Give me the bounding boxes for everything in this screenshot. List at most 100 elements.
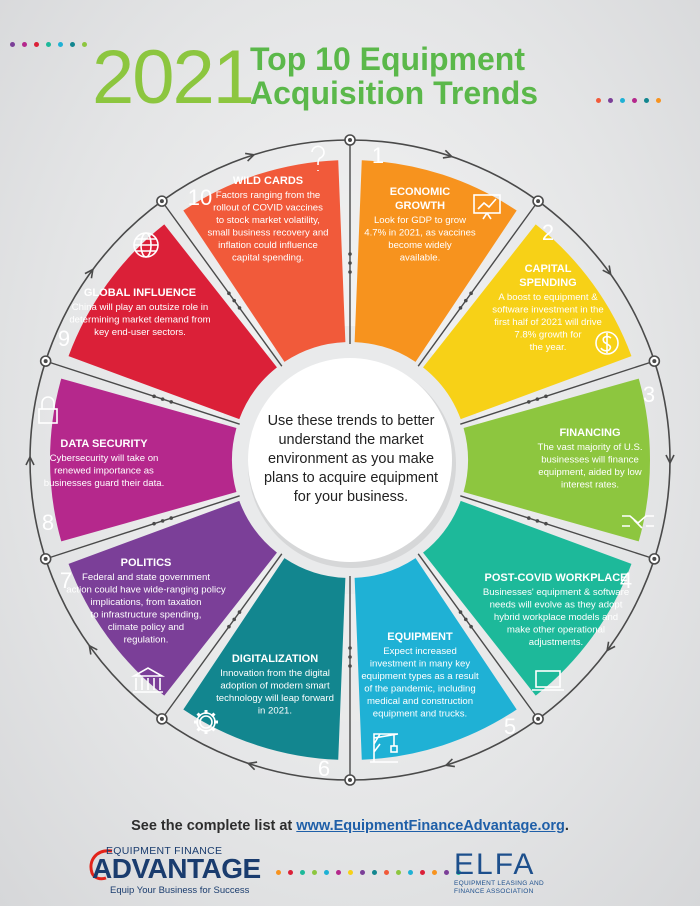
trend-title: GROWTH — [395, 200, 445, 212]
divider-dot — [535, 397, 540, 401]
trend-body-line: implications, from taxation — [91, 597, 202, 608]
decorative-dots-footer — [276, 870, 461, 875]
elfa-logo-sub-1: EQUIPMENT LEASING AND — [454, 880, 544, 887]
trend-number: 1 — [372, 143, 384, 168]
efa-swoosh-icon — [89, 849, 113, 881]
trend-body-line: China will play an outsize role in — [72, 302, 209, 313]
divider-dot — [169, 516, 174, 520]
divider-dot — [348, 270, 352, 274]
trend-number: 10 — [188, 185, 212, 210]
trend-body-line: adjustments. — [529, 637, 583, 648]
trend-body-line: medical and construction — [367, 696, 473, 707]
trend-body-line: to stock market volatility, — [216, 215, 320, 226]
ring-arrow-icon — [444, 758, 455, 768]
title-line-1: Top 10 Equipment — [250, 41, 525, 77]
laptop-icon — [532, 670, 564, 691]
trend-body-line: businesses will finance — [541, 455, 639, 466]
divider-dot — [152, 521, 156, 526]
trend-body-line: Businesses' equipment & software — [483, 587, 629, 598]
divider-dot — [458, 610, 463, 614]
trend-body-line: 7.8% growth for — [514, 330, 582, 341]
trend-body-line: regulation. — [124, 635, 169, 646]
trend-title: DATA SECURITY — [60, 438, 148, 450]
trend-body-line: software investment in the — [492, 305, 603, 316]
footer-cta: See the complete list at www.EquipmentFi… — [0, 818, 700, 834]
ring-node-dot — [536, 199, 541, 204]
trend-number: 3 — [643, 382, 655, 407]
question-icon — [311, 145, 325, 171]
chart-icon — [473, 194, 501, 220]
elfa-logo-big: ELFA — [454, 848, 536, 881]
trend-body-line: determining market demand from — [69, 315, 210, 326]
year: 2021 — [92, 35, 255, 120]
trend-body-line: Look for GDP to grow — [374, 215, 466, 226]
divider-dot — [544, 521, 548, 526]
divider-dot — [227, 291, 231, 296]
trend-body-line: inflation could influence — [218, 240, 318, 251]
header: 2021 Top 10 Equipment Acquisition Trends — [0, 0, 700, 120]
footer-link[interactable]: www.EquipmentFinanceAdvantage.org — [296, 818, 565, 834]
ring-arrow-icon — [88, 644, 98, 655]
crane-icon — [370, 733, 399, 763]
trend-body-line: capital spending. — [232, 253, 304, 264]
divider-dot — [237, 306, 242, 310]
trend-body-line: rollout of COVID vaccines — [213, 203, 323, 214]
trend-body-line: to infrastructure spending, — [91, 610, 202, 621]
divider-dot — [458, 306, 463, 310]
trend-number: 2 — [542, 220, 554, 245]
trend-title: SPENDING — [519, 277, 576, 289]
ring-arrow-icon — [246, 761, 258, 771]
trend-title: POST-COVID WORKPLACE — [484, 572, 627, 584]
trend-body-line: Federal and state government — [82, 572, 210, 583]
handshake-icon — [622, 515, 654, 529]
globe-icon — [133, 232, 159, 258]
gear-icon — [194, 710, 218, 734]
trend-title: POLITICS — [121, 557, 172, 569]
trend-number: 5 — [504, 714, 516, 739]
divider-dot — [237, 610, 242, 614]
divider-dot — [348, 655, 352, 659]
trend-body-line: Factors ranging from the — [216, 190, 321, 201]
title-line-2: Acquisition Trends — [250, 75, 539, 111]
trend-body-line: available. — [400, 253, 441, 264]
trend-number: 4 — [620, 568, 632, 593]
ring-arrow-icon — [84, 268, 94, 279]
ring-arrow-icon — [602, 265, 612, 276]
trend-body-line: small business recovery and — [207, 228, 328, 239]
divider-dot — [348, 261, 352, 265]
trend-text-4: POST-COVID WORKPLACE Businesses' equipmen… — [483, 572, 629, 648]
divider-dot — [469, 291, 473, 296]
page-title: Top 10 Equipment Acquisition Trends — [250, 42, 538, 110]
trend-body-line: technology will leap forward — [216, 693, 334, 704]
divider-dot — [160, 519, 165, 523]
divider-dot — [526, 400, 531, 404]
trend-body-line: needs will evolve as they adopt — [490, 600, 623, 611]
trend-title: DIGITALIZATION — [232, 653, 318, 665]
decorative-dots-left — [10, 42, 87, 47]
government-icon — [130, 667, 166, 693]
efa-logo-big: ADVANTAGE — [92, 853, 261, 884]
trend-body-line: interest rates. — [561, 480, 619, 491]
ring-arrow-icon — [245, 152, 256, 162]
trend-segment-1 — [354, 160, 517, 362]
ring-node-dot — [536, 716, 541, 721]
trend-number: 6 — [318, 756, 330, 781]
ring-arrow-icon — [25, 455, 35, 466]
decorative-dots-right — [596, 98, 661, 103]
divider-dot — [535, 519, 540, 523]
elfa-logo: ELFA EQUIPMENT LEASING AND FINANCE ASSOC… — [448, 848, 578, 898]
trend-segment-10 — [183, 160, 346, 362]
ring-arrow-icon — [665, 454, 675, 465]
trend-body-line: the year. — [530, 342, 567, 353]
trend-body-line: Cybersecurity will take on — [50, 453, 159, 464]
ring-node-dot — [43, 556, 48, 561]
divider-line — [161, 200, 283, 367]
trend-number: 8 — [42, 510, 54, 535]
divider-dot — [348, 664, 352, 668]
